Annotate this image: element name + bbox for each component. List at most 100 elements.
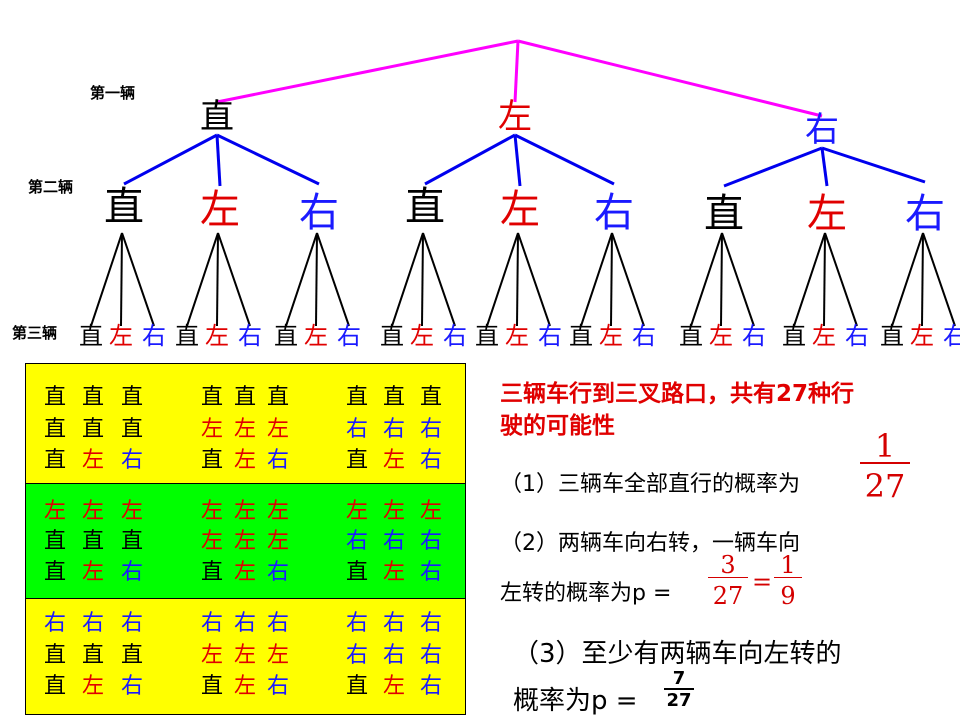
fraction-bar	[860, 462, 910, 464]
outcome-cell: 直	[81, 385, 105, 410]
outcome-cell: 直	[43, 560, 67, 585]
fraction-numerator: 7	[672, 668, 686, 689]
outcome-cell: 右	[120, 611, 144, 636]
branch-line	[723, 146, 823, 188]
branch-line	[424, 133, 516, 186]
third-car-node: 直	[475, 322, 499, 350]
outcome-cell: 左	[81, 674, 105, 699]
question-2-fraction-a: 3 27	[708, 553, 748, 608]
outcome-cell: 右	[419, 674, 443, 699]
branch-line	[421, 232, 424, 327]
branch-line	[121, 232, 155, 327]
third-car-node: 左	[410, 322, 434, 350]
outcome-cell: 左	[233, 417, 257, 442]
outcome-cell: 右	[81, 611, 105, 636]
question-3-line1: （3）至少有两辆车向左转的	[513, 639, 842, 669]
first-car-node: 右	[805, 110, 839, 150]
outcome-cell: 直	[43, 448, 67, 473]
branch-line	[922, 232, 956, 327]
outcome-cell: 直	[81, 643, 105, 668]
outcome-cell: 右	[266, 611, 290, 636]
outcome-cell: 直	[200, 385, 224, 410]
second-car-node: 直	[405, 184, 445, 230]
third-car-node: 右	[632, 322, 656, 350]
branch-line	[823, 232, 826, 327]
branch-line	[486, 232, 519, 327]
fraction-numerator: 1	[874, 427, 896, 465]
fraction-denominator: 9	[780, 582, 796, 610]
outcome-cell: 直	[81, 417, 105, 442]
second-car-node: 左	[807, 191, 847, 237]
outcome-cell: 直	[120, 385, 144, 410]
third-car-node: 右	[742, 322, 766, 350]
outcome-cell: 直	[345, 560, 369, 585]
branch-line	[793, 232, 826, 327]
question-2-line2: 左转的概率为p =	[500, 581, 672, 606]
outcome-cell: 左	[233, 643, 257, 668]
outcome-band-right-first	[25, 598, 466, 715]
outcome-cell: 直	[43, 643, 67, 668]
fraction-bar	[664, 688, 694, 690]
branch-line	[90, 232, 123, 327]
third-car-node: 直	[569, 322, 593, 350]
outcome-cell: 左	[382, 448, 406, 473]
outcome-cell: 直	[43, 417, 67, 442]
second-car-node: 右	[905, 191, 945, 237]
question-1-fraction: 1 27	[860, 430, 910, 502]
fraction-denominator: 27	[864, 467, 906, 505]
question-3-fraction: 7 27	[664, 670, 694, 710]
question-2-equals: =	[752, 568, 773, 596]
third-car-node: 右	[142, 322, 166, 350]
third-car-node: 右	[845, 322, 869, 350]
outcome-cell: 右	[382, 529, 406, 554]
outcome-cell: 直	[120, 417, 144, 442]
outcome-cell: 右	[382, 417, 406, 442]
branch-line	[517, 232, 551, 327]
level-label-second-car: 第二辆	[28, 178, 74, 196]
outcome-cell: 右	[419, 529, 443, 554]
branch-line	[516, 232, 519, 327]
outcome-cell: 右	[266, 560, 290, 585]
level-label-first-car: 第一辆	[90, 84, 136, 102]
outcome-cell: 左	[266, 529, 290, 554]
branch-line	[690, 232, 723, 327]
third-car-node: 直	[79, 322, 103, 350]
second-car-node: 左	[500, 187, 540, 233]
outcome-cell: 左	[233, 529, 257, 554]
branch-line	[513, 134, 522, 187]
outcome-cell: 左	[382, 499, 406, 524]
outcome-cell: 直	[200, 674, 224, 699]
outcome-cell: 直	[233, 385, 257, 410]
outcome-cell: 右	[345, 611, 369, 636]
third-car-node: 左	[812, 322, 836, 350]
branch-line	[517, 39, 823, 118]
outcome-cell: 直	[200, 448, 224, 473]
outcome-cell: 右	[345, 417, 369, 442]
branch-line	[513, 40, 520, 103]
outcome-cell: 直	[345, 385, 369, 410]
branch-line	[285, 232, 318, 327]
outcome-cell: 左	[43, 499, 67, 524]
third-car-node: 左	[205, 322, 229, 350]
fraction-bar	[708, 577, 748, 578]
third-car-node: 右	[943, 322, 960, 350]
tree-diagram	[90, 39, 956, 327]
outcome-cell: 左	[120, 499, 144, 524]
outcome-cell: 左	[382, 560, 406, 585]
third-car-node: 右	[443, 322, 467, 350]
outcome-cell: 右	[233, 611, 257, 636]
outcome-cell: 左	[200, 417, 224, 442]
second-car-node: 左	[200, 187, 240, 233]
branch-line	[720, 232, 723, 327]
fraction-bar	[774, 577, 802, 578]
outcome-cell: 直	[345, 674, 369, 699]
third-car-node: 直	[782, 322, 806, 350]
outcome-cell: 右	[382, 643, 406, 668]
outcome-cell: 左	[200, 643, 224, 668]
branch-line	[123, 133, 218, 186]
outcome-cell: 左	[233, 448, 257, 473]
outcome-cell: 直	[419, 385, 443, 410]
question-2-fraction-b: 1 9	[774, 553, 802, 608]
fraction-denominator: 27	[712, 582, 744, 610]
outcome-cell: 直	[382, 385, 406, 410]
